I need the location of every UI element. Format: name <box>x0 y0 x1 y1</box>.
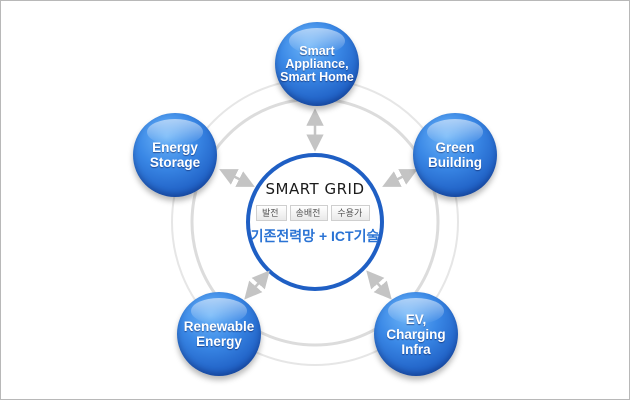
node-green-building: Green Building <box>413 113 497 197</box>
center-circle <box>246 153 384 291</box>
node-renewable-energy-label: Renewable Energy <box>183 319 255 349</box>
chip-generation: 발전 <box>256 205 287 221</box>
node-renewable-energy: Renewable Energy <box>177 292 261 376</box>
node-energy-storage: Energy Storage <box>133 113 217 197</box>
arrow-bottom-left <box>244 270 270 300</box>
arrow-left <box>219 169 255 187</box>
chip-group: 발전 송배전 수용가 <box>256 205 376 221</box>
node-ev-charging-label: EV, Charging Infra <box>386 311 446 357</box>
chip-consumer: 수용가 <box>331 205 371 221</box>
node-smart-appliance-label: Smart Appliance, Smart Home <box>280 43 354 84</box>
arrow-right <box>382 169 418 187</box>
arrow-bottom-right <box>366 270 392 300</box>
center-title: SMART GRID <box>265 180 365 198</box>
chip-transmission: 송배전 <box>289 205 329 221</box>
node-smart-appliance: Smart Appliance, Smart Home <box>275 22 359 106</box>
node-energy-storage-label: Energy Storage <box>149 140 201 170</box>
center-subtitle: 기존전력망 + ICT기술 <box>250 228 380 244</box>
node-ev-charging: EV, Charging Infra <box>374 292 458 376</box>
node-green-building-label: Green Building <box>428 140 482 170</box>
